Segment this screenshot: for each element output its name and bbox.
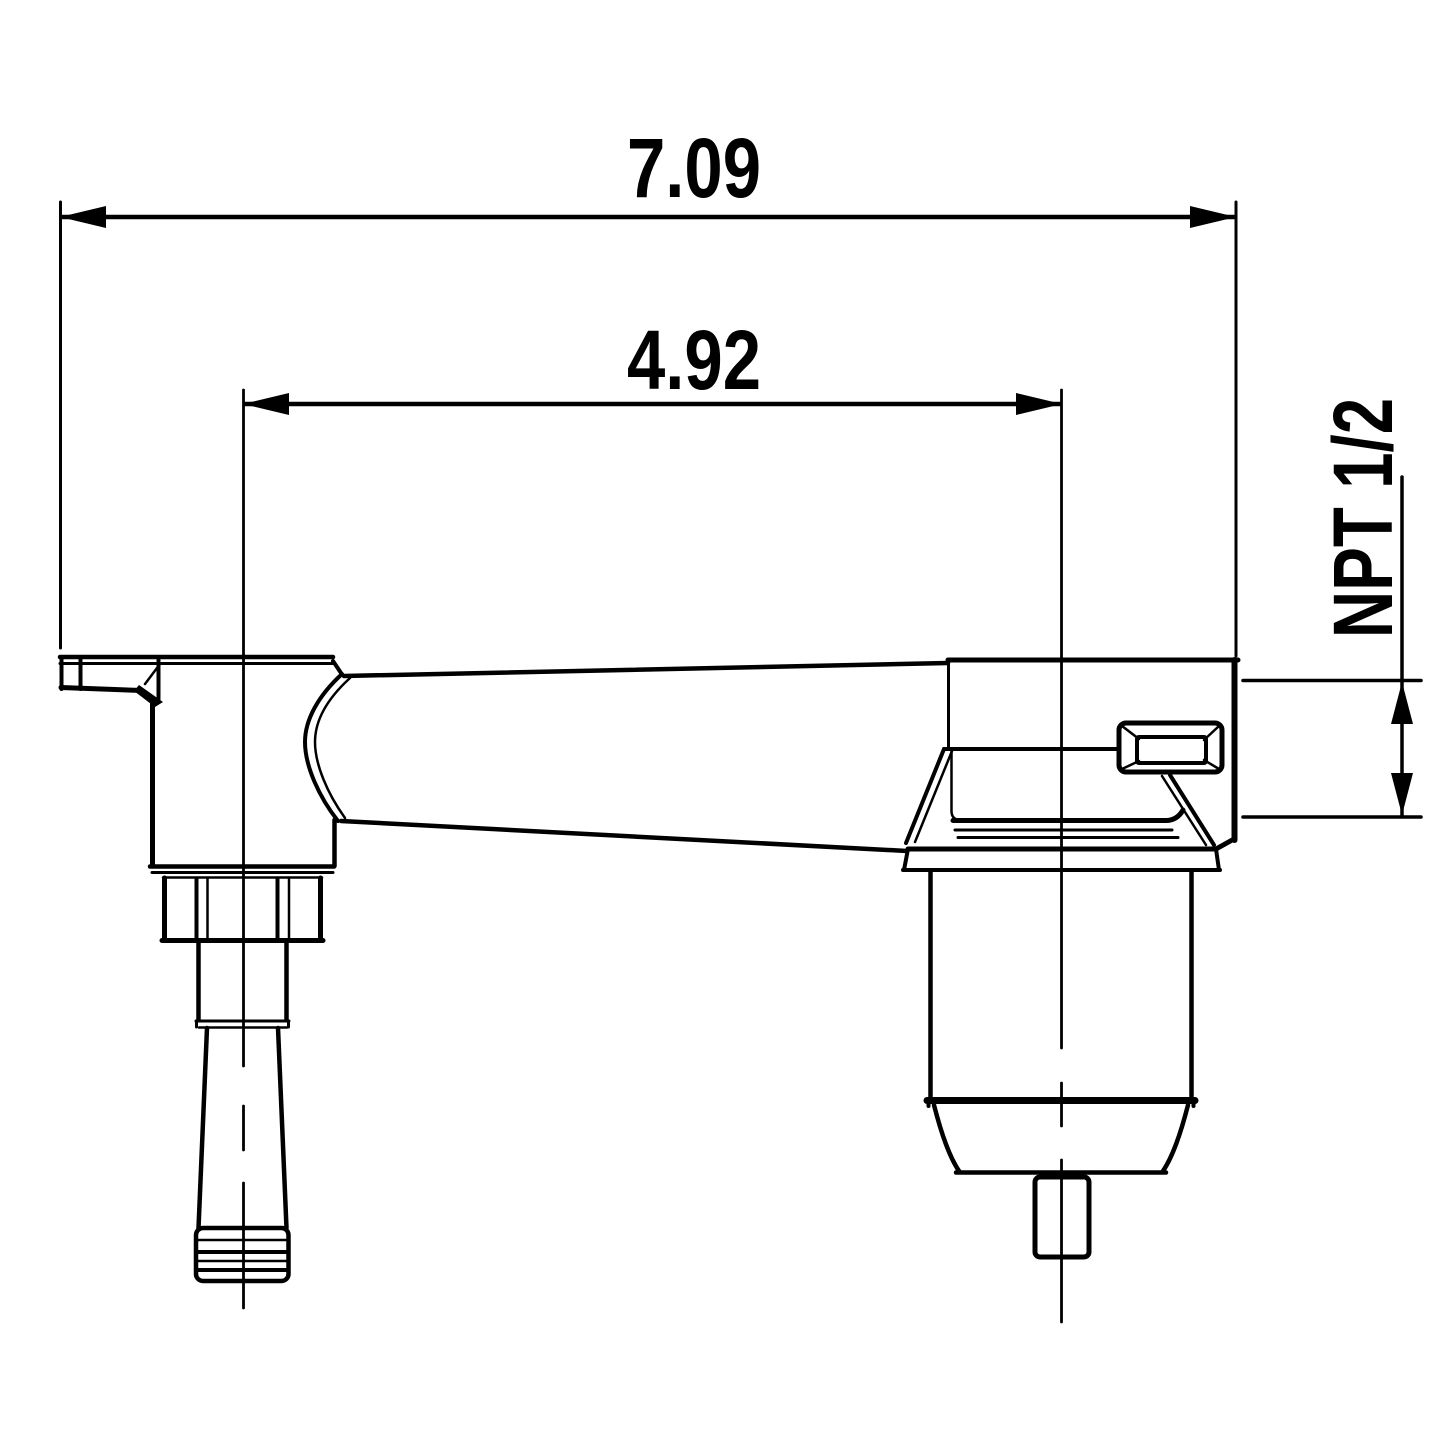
dimension-label-overall-width: 7.09 [627,122,761,216]
npt-boss [1116,720,1225,775]
collar [904,747,1216,847]
arrowhead-up-icon [1391,682,1413,724]
arrowhead-right-icon [1190,206,1236,228]
arrowhead-right-icon [1016,393,1062,415]
dimension-label-inlet-thread: NPT 1/2 [1316,398,1410,638]
arrowhead-left-icon [60,206,106,228]
dimension-npt-thread [1241,475,1423,819]
drawing-linework [57,200,1423,1324]
right-valve-outline [901,657,1241,1260]
dimension-center-to-center [242,393,1063,415]
dimension-overall-width [59,200,1238,658]
spout-arm [338,660,951,854]
left-valve-outline [57,654,352,1284]
dimension-label-center-to-center: 4.92 [627,314,761,408]
arrowhead-down-icon [1391,773,1413,815]
arrowhead-left-icon [243,393,289,415]
